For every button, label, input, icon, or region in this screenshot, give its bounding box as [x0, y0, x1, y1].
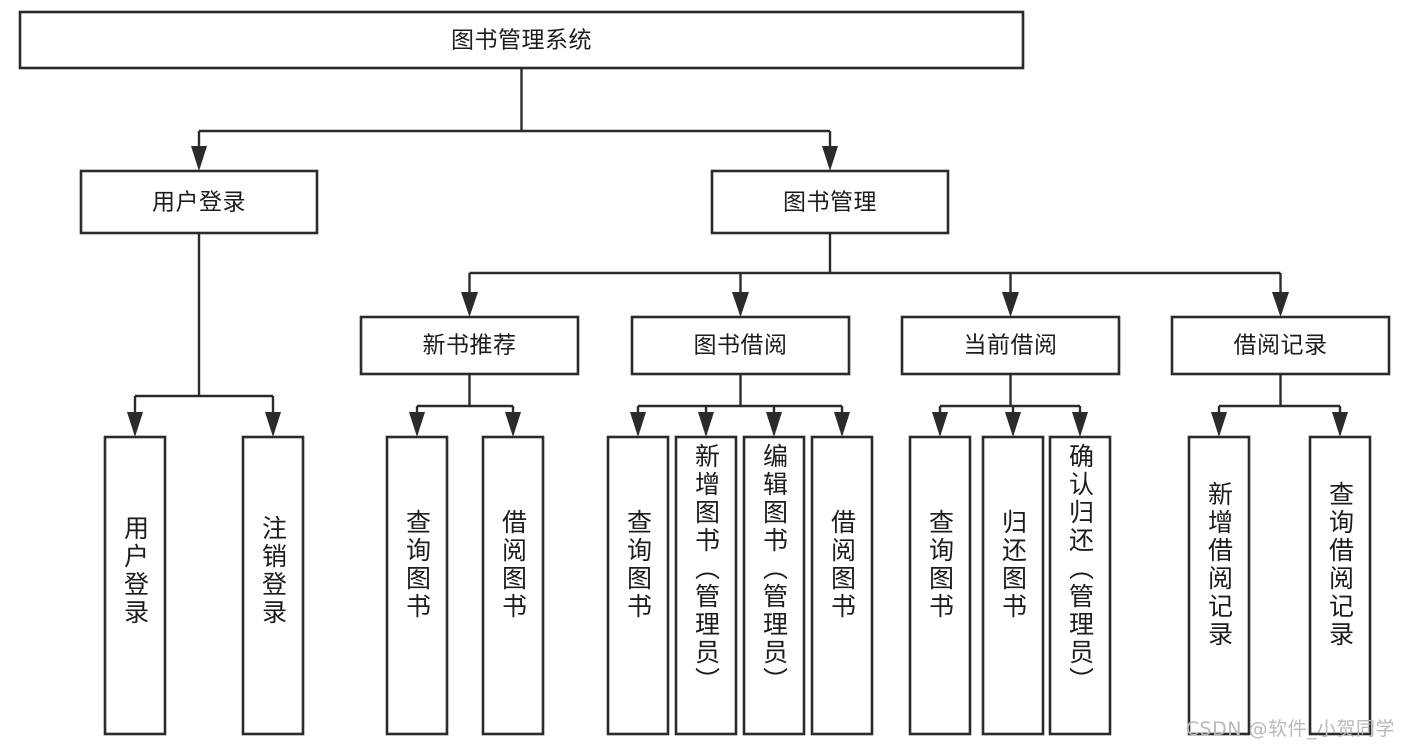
node-root-label: 图书管理系统 — [451, 28, 592, 54]
connector-bookborrow-to-leaves — [630, 374, 850, 437]
connector-currentborrow-to-leaves — [932, 374, 1088, 437]
connector-bookmanage-to-level3 — [461, 233, 1289, 317]
node-root[interactable]: 图书管理系统 — [18, 10, 1025, 70]
node-book-borrow-label: 图书借阅 — [694, 333, 788, 359]
node-book-borrow[interactable]: 图书借阅 — [630, 315, 851, 376]
node-borrow-record-label: 借阅记录 — [1234, 333, 1328, 359]
node-new-book-recommend-label: 新书推荐 — [423, 333, 517, 359]
node-current-borrow-label: 当前借阅 — [964, 333, 1058, 359]
node-user-login-label: 用户登录 — [152, 190, 246, 216]
node-user-login[interactable]: 用户登录 — [79, 169, 319, 235]
leaf-box-edit-book[interactable] — [742, 435, 806, 736]
csdn-watermark: CSDN @软件_小贺同学 — [1185, 718, 1395, 740]
node-current-borrow[interactable]: 当前借阅 — [900, 315, 1121, 376]
connector-newbook-to-leaves — [409, 374, 521, 437]
leaf-box-add-record[interactable] — [1187, 435, 1251, 736]
leaf-box-borrow-book-rec[interactable] — [481, 435, 545, 736]
leaf-box-query-book-cur[interactable] — [908, 435, 972, 736]
leaf-box-add-book[interactable] — [674, 435, 738, 736]
connector-root-to-level2 — [191, 68, 838, 171]
leaf-box-query-book-borrow[interactable] — [606, 435, 670, 736]
node-book-manage[interactable]: 图书管理 — [710, 169, 950, 235]
node-book-manage-label: 图书管理 — [783, 190, 877, 216]
leaf-boxes — [103, 435, 1372, 736]
connector-userlogin-to-leaves — [127, 233, 281, 437]
leaf-box-confirm-return[interactable] — [1048, 435, 1112, 736]
leaf-box-query-book-rec[interactable] — [385, 435, 449, 736]
leaf-box-query-record[interactable] — [1308, 435, 1372, 736]
connector-borrowrecord-to-leaves — [1211, 374, 1348, 437]
node-borrow-record[interactable]: 借阅记录 — [1170, 315, 1391, 376]
leaf-box-user-login[interactable] — [103, 435, 167, 736]
node-new-book-recommend[interactable]: 新书推荐 — [359, 315, 580, 376]
leaf-box-logout[interactable] — [241, 435, 305, 736]
leaf-box-return-book[interactable] — [981, 435, 1045, 736]
leaf-box-borrow-book[interactable] — [810, 435, 874, 736]
